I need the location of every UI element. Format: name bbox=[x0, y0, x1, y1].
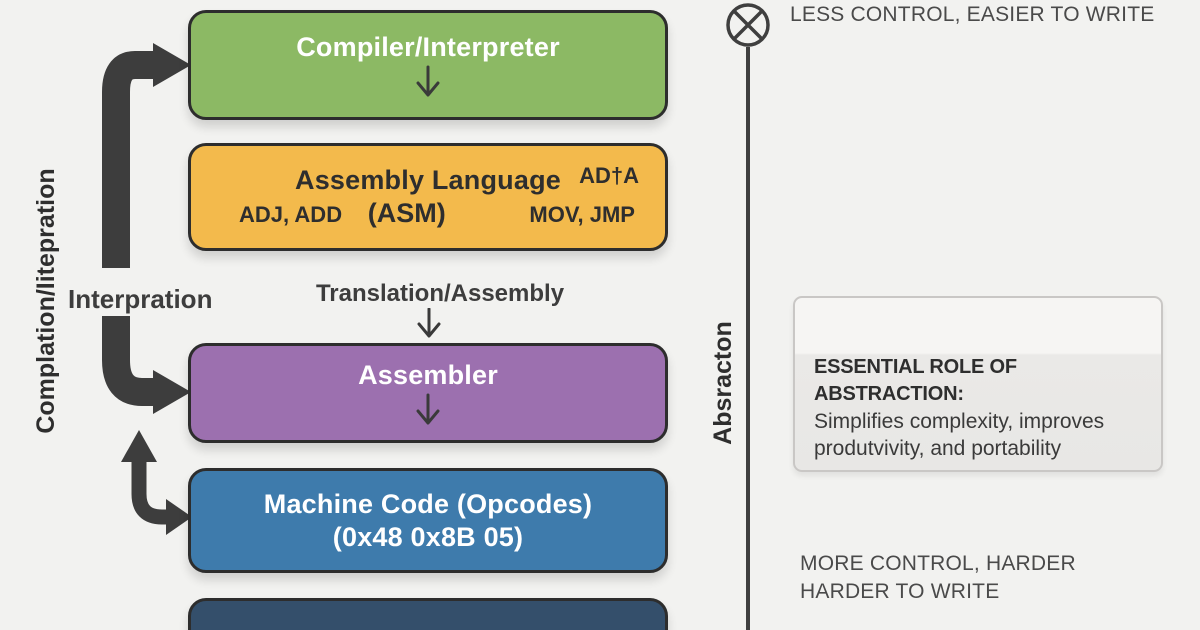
compiler-interpreter-box: Compiler/Interpreter bbox=[188, 10, 668, 120]
compiler-interpreter-title: Compiler/Interpreter bbox=[296, 31, 560, 62]
arrowhead-to-assembler bbox=[153, 370, 191, 414]
more-control-label: MORE CONTROL, HARDER HARDER TO WRITE bbox=[800, 550, 1076, 606]
assembly-corner-mnemonic: AD†A bbox=[579, 163, 639, 188]
assembly-language-title: Assembly Language bbox=[295, 165, 561, 195]
machine-code-box: Machine Code (Opcodes) (0x48 0x8B 05) bbox=[188, 468, 668, 573]
compilation-flow-arrow bbox=[102, 43, 191, 414]
info-box-line1: Simplifies complexity, improves bbox=[814, 410, 1105, 433]
down-arrow-icon bbox=[417, 308, 441, 338]
info-box-heading: ESSENTIAL ROLE OF ABSTRACTION: bbox=[814, 356, 1017, 405]
assembly-language-box: Assembly Language AD†A ADJ, ADD (ASM) MO… bbox=[188, 143, 668, 251]
compilation-axis-label: Complation/Iitepration bbox=[32, 168, 60, 434]
crossed-circle-icon bbox=[726, 3, 770, 47]
more-control-line2: HARDER TO WRITE bbox=[800, 580, 1000, 603]
assembly-asm-label: (ASM) bbox=[367, 198, 446, 228]
assembler-title: Assembler bbox=[358, 359, 498, 390]
abstraction-axis-line bbox=[746, 47, 750, 630]
abstraction-axis-label: Absracton bbox=[709, 321, 737, 445]
machine-code-flow-arrow bbox=[121, 430, 192, 535]
machine-code-opcodes: (0x48 0x8B 05) bbox=[332, 521, 524, 552]
machine-code-title: Machine Code (Opcodes) bbox=[263, 488, 593, 519]
less-control-label: LESS CONTROL, EASIER TO WRITE bbox=[790, 3, 1155, 26]
arrowhead-to-compiler bbox=[153, 43, 191, 87]
info-box-line2: produtvivity, and portability bbox=[814, 437, 1062, 460]
abstraction-info-box: ESSENTIAL ROLE OF ABSTRACTION: Simplifie… bbox=[793, 296, 1163, 472]
more-control-line1: MORE CONTROL, HARDER bbox=[800, 552, 1076, 575]
interpretation-label: Interpration bbox=[68, 284, 213, 314]
down-arrow-icon bbox=[416, 65, 440, 96]
translation-assembly-label: Translation/Assembly bbox=[315, 280, 565, 307]
arrowhead-up bbox=[121, 430, 157, 462]
assembler-box: Assembler bbox=[188, 343, 668, 443]
hardware-box bbox=[188, 598, 668, 630]
down-arrow-icon bbox=[416, 393, 440, 424]
assembly-mnemonics-left: ADJ, ADD bbox=[239, 202, 343, 227]
assembly-mnemonics-right: MOV, JMP bbox=[529, 202, 635, 227]
